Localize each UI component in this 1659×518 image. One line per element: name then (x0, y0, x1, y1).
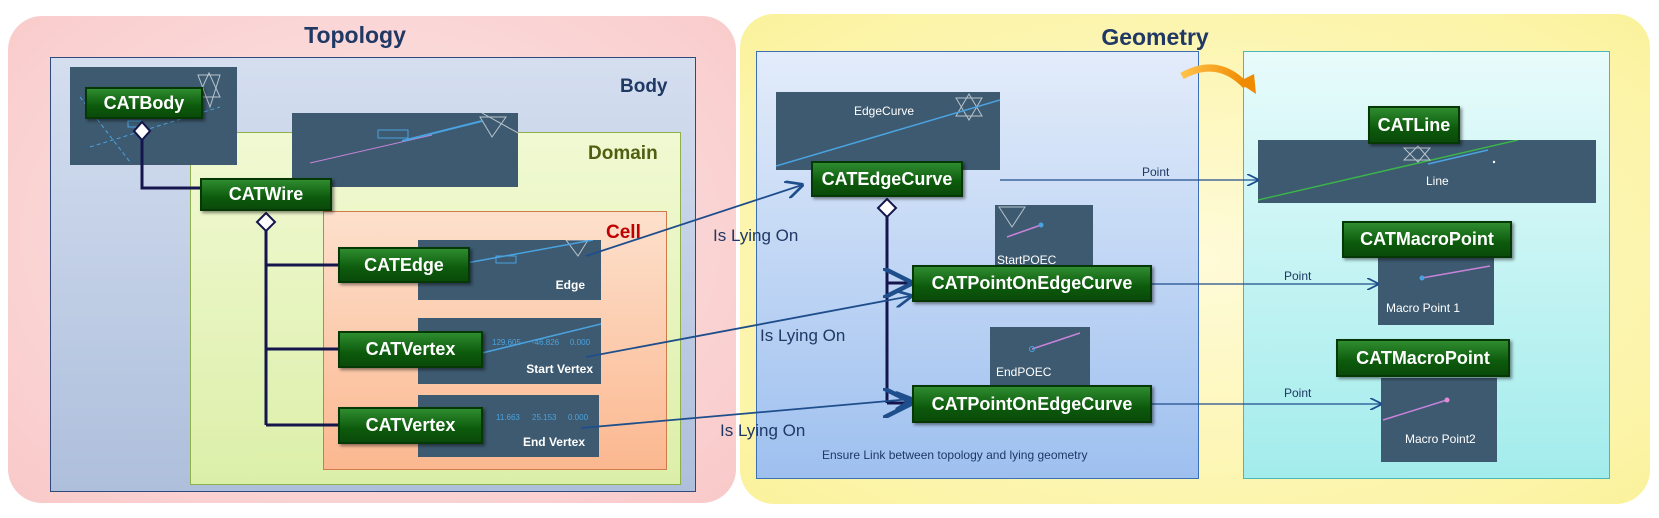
topology-title: Topology (304, 22, 406, 48)
startpoec-thumbnail: StartPOEC (995, 205, 1093, 275)
point-label-1: Point (1142, 165, 1170, 179)
body-label: Body (620, 76, 668, 97)
catpointonedgecurve-start-node[interactable]: CATPointOnEdgeCurve (912, 265, 1152, 302)
macro-point-1-sketch-icon (1419, 265, 1491, 281)
point-label-2: Point (1284, 269, 1312, 283)
catedge-node[interactable]: CATEdge (338, 247, 470, 283)
catmacropoint-2-node[interactable]: CATMacroPoint (1336, 339, 1510, 377)
edgecurve-sketch-icon (776, 93, 1000, 167)
ensure-link-note: Ensure Link between topology and lying g… (822, 448, 1088, 462)
edgecurve-thumbnail: EdgeCurve (776, 92, 1000, 170)
end-vertex-z: 0.000 (568, 413, 589, 422)
wire-thumbnail (292, 113, 518, 187)
endpoec-sketch-icon (1029, 332, 1081, 352)
is-lying-on-label-3: Is Lying On (720, 421, 806, 440)
macro-point-2-caption: Macro Point2 (1405, 432, 1476, 446)
edge-caption: Edge (555, 278, 585, 292)
catvertex-end-node[interactable]: CATVertex (338, 407, 483, 444)
macro-point-2-sketch-icon (1382, 397, 1450, 421)
catpointonedgecurve-end-node[interactable]: CATPointOnEdgeCurve (912, 385, 1152, 423)
macro-point-1-caption: Macro Point 1 (1386, 301, 1461, 315)
line-thumbnail: Line (1258, 140, 1596, 203)
start-vertex-z: 0.000 (570, 338, 591, 347)
startpoec-sketch-icon (998, 206, 1044, 238)
endpoec-caption: EndPOEC (996, 365, 1052, 379)
end-vertex-caption: End Vertex (522, 435, 585, 449)
line-caption: Line (1426, 174, 1449, 188)
cell-label: Cell (606, 222, 641, 243)
start-vertex-sketch-icon (477, 323, 601, 355)
start-vertex-caption: Start Vertex (526, 362, 593, 376)
endpoec-thumbnail: EndPOEC (990, 327, 1090, 385)
catvertex-start-node[interactable]: CATVertex (338, 331, 483, 368)
start-vertex-y: -46.826 (532, 338, 560, 347)
startpoec-caption: StartPOEC (997, 253, 1057, 267)
domain-label: Domain (588, 143, 658, 164)
wire-sketch-icon (309, 113, 518, 164)
geometry-title: Geometry (1101, 24, 1209, 50)
point-label-3: Point (1284, 386, 1312, 400)
catedgecurve-node[interactable]: CATEdgeCurve (811, 161, 963, 197)
line-sketch-icon (1258, 140, 1519, 201)
end-vertex-y: 25.153 (532, 413, 557, 422)
end-vertex-x: 11.663 (496, 413, 520, 422)
macro-point-2-thumbnail: Macro Point2 (1381, 378, 1497, 462)
macro-point-1-thumbnail: Macro Point 1 (1378, 258, 1494, 325)
catbody-node[interactable]: CATBody (85, 87, 203, 119)
catline-node[interactable]: CATLine (1368, 106, 1460, 144)
edgecurve-caption: EdgeCurve (854, 104, 915, 118)
is-lying-on-label-1: Is Lying On (713, 226, 799, 245)
catmacropoint-1-node[interactable]: CATMacroPoint (1342, 221, 1512, 258)
start-vertex-x: 129.605 (492, 338, 521, 347)
catwire-node[interactable]: CATWire (200, 178, 332, 211)
is-lying-on-label-2: Is Lying On (760, 326, 846, 345)
